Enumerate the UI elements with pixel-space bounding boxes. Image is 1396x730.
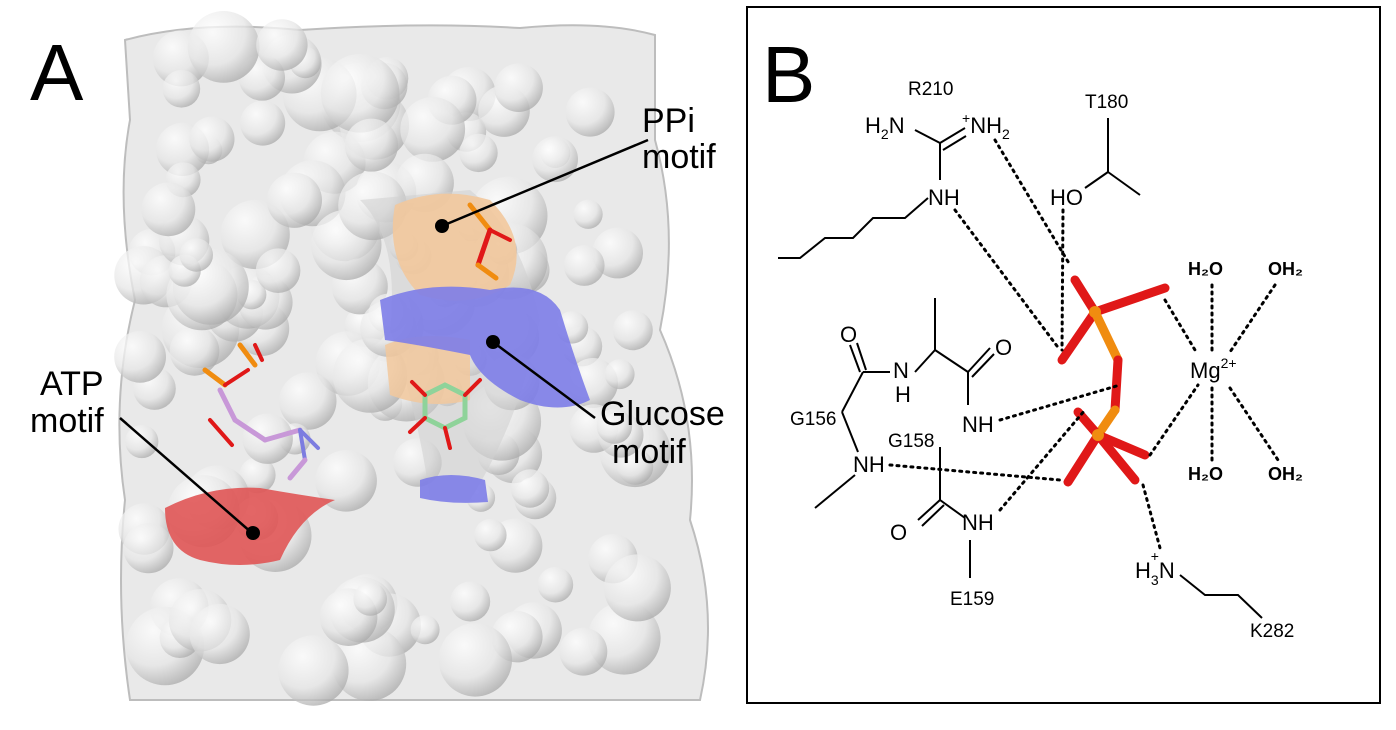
atp-callout-line2: motif — [30, 402, 104, 440]
surface-bump — [596, 408, 633, 444]
surface-bump — [438, 623, 512, 697]
panel-a-label: A — [30, 28, 84, 117]
backbone-g156-e159: O O N H G156 G158 NH NH O NH — [790, 298, 1012, 610]
surface-bump — [603, 554, 671, 622]
svg-text:H: H — [895, 382, 911, 407]
surface-bump — [256, 19, 308, 71]
surface-bump — [563, 245, 605, 286]
glucose-ligand — [408, 378, 482, 450]
surface-bump — [266, 172, 322, 228]
residue-g156: G156 — [790, 409, 836, 430]
surface-bump — [410, 615, 440, 645]
surface-bump — [187, 11, 260, 83]
surface-bump — [239, 457, 276, 494]
carbonyl-o-bottom: O — [890, 520, 907, 545]
atp-ligand — [202, 342, 320, 481]
surface-bump — [125, 424, 159, 459]
water-top-right: OH₂ — [1268, 259, 1303, 279]
water-bottom-right: OH₂ — [1268, 464, 1303, 484]
residue-e159: E159 — [950, 589, 994, 610]
surface-bump — [559, 627, 608, 676]
svg-text:+NH2: +NH2 — [962, 110, 1010, 142]
surface-bump — [189, 603, 250, 665]
svg-text:N: N — [893, 358, 909, 383]
surface-bump — [494, 63, 543, 112]
g156-nh: NH — [853, 452, 885, 477]
residue-r210: R210 — [908, 79, 953, 100]
glucose-callout-line1: Glucose — [600, 395, 725, 433]
glucose-motif-surface — [380, 286, 590, 503]
surface-bump — [617, 448, 654, 485]
carbonyl-o-right: O — [995, 335, 1012, 360]
svg-text:H3+N: H3+N — [1135, 548, 1175, 588]
water-top-left: H₂O — [1188, 259, 1223, 279]
ppi-callout: PPi motif — [435, 102, 716, 233]
surface-bump — [537, 566, 574, 603]
surface-bump — [532, 136, 578, 183]
surface-bump — [344, 118, 398, 172]
surface-bump — [279, 372, 337, 430]
e159-nh: NH — [962, 510, 994, 535]
water-bottom-left: H₂O — [1188, 464, 1223, 484]
surface-bump — [510, 469, 550, 508]
magnesium-complex: Mg2+ H₂O OH₂ H₂O OH₂ — [1188, 259, 1303, 484]
g158-nh: NH — [962, 412, 994, 437]
surface-bump — [240, 100, 286, 146]
ppi-ligand — [467, 202, 512, 281]
panel-b: B R210 H2N +NH2 NH T180 HO O O N H — [746, 6, 1381, 704]
atp-callout-line1: ATP — [40, 365, 104, 403]
atp-motif-surface — [165, 487, 335, 565]
surface-bump — [459, 133, 498, 173]
arginine-r210: R210 H2N +NH2 NH — [778, 79, 1010, 259]
surface-bump — [353, 582, 388, 616]
surface-bump — [400, 96, 466, 162]
surface-bump — [565, 87, 615, 137]
svg-text:Mg2+: Mg2+ — [1190, 355, 1237, 383]
thr-ho: HO — [1050, 185, 1083, 210]
surface-bump — [604, 359, 635, 390]
surface-bump — [114, 330, 166, 383]
arg-nh: NH — [928, 185, 960, 210]
ppi-callout-line1: PPi — [642, 102, 695, 140]
svg-text:H2N: H2N — [865, 113, 905, 142]
surface-bump — [450, 581, 491, 622]
surface-bump — [573, 199, 603, 229]
threonine-t180: T180 HO — [1050, 92, 1141, 210]
mg-ion: Mg — [1190, 358, 1221, 383]
surface-bump — [255, 248, 301, 293]
lysine-k282: H3+N K282 — [1135, 548, 1294, 642]
surface-bump — [162, 70, 201, 108]
surface-bump — [141, 182, 196, 237]
pyrophosphate — [1057, 275, 1170, 487]
surface-bump — [189, 116, 235, 162]
residue-t180: T180 — [1085, 92, 1128, 113]
surface-bump — [179, 238, 213, 272]
atp-callout: ATP motif — [30, 365, 260, 540]
residue-g158: G158 — [888, 431, 934, 452]
glucose-callout: Glucose motif — [486, 335, 725, 471]
glucose-callout-line2: motif — [612, 433, 686, 471]
carbonyl-o-top: O — [840, 322, 857, 347]
panel-b-label: B — [762, 30, 815, 119]
residue-k282: K282 — [1250, 621, 1294, 642]
surface-bump — [612, 310, 653, 351]
surface-bump — [169, 326, 220, 376]
panel-a: A — [30, 11, 725, 706]
hydrogen-bonds — [888, 138, 1280, 550]
surface-bump — [474, 518, 507, 552]
ppi-callout-line2: motif — [642, 138, 716, 176]
surface-bump — [123, 523, 174, 574]
surface-bump — [320, 54, 400, 133]
surface-bump — [278, 635, 349, 706]
surface-bump — [592, 227, 643, 279]
surface-bump — [315, 450, 377, 512]
